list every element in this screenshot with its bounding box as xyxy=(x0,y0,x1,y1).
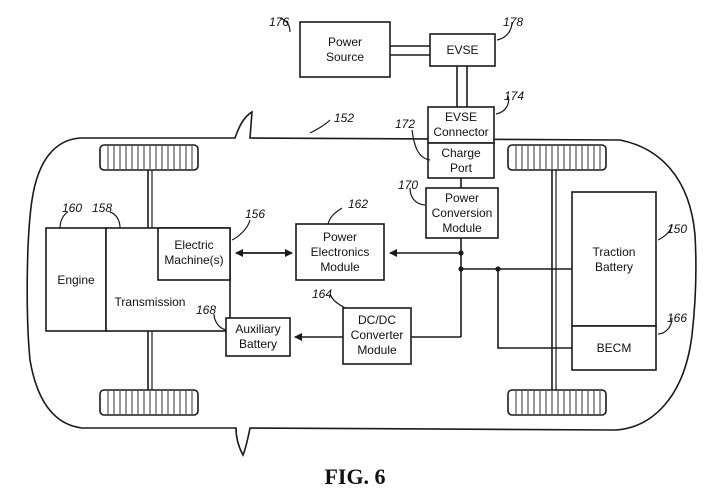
electric-machine-label-2: Machine(s) xyxy=(164,253,223,267)
electric-machine-label-1: Electric xyxy=(174,238,213,252)
charge-port-label-1: Charge xyxy=(441,146,481,160)
tire-rear-top xyxy=(507,144,607,171)
engine-label: Engine xyxy=(57,273,95,287)
power-source-label-1: Power xyxy=(328,35,362,49)
evse-connector-label-1: EVSE xyxy=(445,110,477,124)
ref-160: 160 xyxy=(62,201,82,215)
ref-156: 156 xyxy=(245,207,265,221)
ref-174: 174 xyxy=(504,89,524,103)
charge-port-label-2: Port xyxy=(450,161,473,175)
ref-164: 164 xyxy=(312,287,332,301)
traction-battery-label-2: Battery xyxy=(595,260,633,274)
pcm-label-3: Module xyxy=(442,221,482,235)
ref-150: 150 xyxy=(667,222,687,236)
pem-label-3: Module xyxy=(320,260,360,274)
becm-box: BECM xyxy=(571,325,657,371)
ref-162: 162 xyxy=(348,197,368,211)
power-electronics-module-box: Power Electronics Module xyxy=(295,223,385,281)
ref-170: 170 xyxy=(398,178,418,192)
power-conversion-module-box: Power Conversion Module xyxy=(425,187,499,239)
dcdc-converter-module-box: DC/DC Converter Module xyxy=(342,307,412,365)
evse-label: EVSE xyxy=(446,43,478,57)
auxiliary-battery-box: Auxiliary Battery xyxy=(225,317,291,357)
ref-152: 152 xyxy=(334,111,354,125)
ref-172: 172 xyxy=(395,117,415,131)
ref-176: 176 xyxy=(269,15,289,29)
ref-166: 166 xyxy=(667,311,687,325)
aux-battery-label-2: Battery xyxy=(239,337,277,351)
bus-junction-2 xyxy=(458,266,464,272)
tire-front-top xyxy=(99,144,199,171)
transmission-label: Transmission xyxy=(115,295,186,309)
tire-front-bottom xyxy=(99,389,199,416)
pcm-label-1: Power xyxy=(445,191,479,205)
tire-rear-bottom xyxy=(507,389,607,416)
becm-signal-link xyxy=(497,269,572,349)
ref-178: 178 xyxy=(503,15,523,29)
ref-168: 168 xyxy=(196,303,216,317)
traction-battery-label-1: Traction xyxy=(593,245,636,259)
evse-connector-box: EVSE Connector xyxy=(427,106,495,144)
becm-label: BECM xyxy=(597,341,632,355)
vehicle-body-outline xyxy=(26,110,697,457)
evse-box: EVSE xyxy=(429,33,496,67)
pcm-label-2: Conversion xyxy=(432,206,493,220)
evse-connector-label-2: Connector xyxy=(433,125,488,139)
pem-label-2: Electronics xyxy=(311,245,370,259)
aux-battery-label-1: Auxiliary xyxy=(235,322,280,336)
power-source-label-2: Source xyxy=(326,50,364,64)
charge-port-box: Charge Port xyxy=(427,142,495,179)
pem-label-1: Power xyxy=(323,230,357,244)
dcdc-label-2: Converter xyxy=(351,328,404,342)
bus-junction-1 xyxy=(458,250,464,256)
bus-junction-3 xyxy=(495,266,501,272)
dcdc-label-3: Module xyxy=(357,343,397,357)
power-source-box: Power Source xyxy=(299,21,391,78)
ref-158: 158 xyxy=(92,201,112,215)
engine-box: Engine xyxy=(45,227,107,332)
dcdc-label-1: DC/DC xyxy=(358,313,396,327)
traction-battery-box: Traction Battery xyxy=(571,191,657,327)
leader-lines xyxy=(59,17,673,335)
figure-caption: FIG. 6 xyxy=(324,464,385,489)
electric-machines-box: Electric Machine(s) xyxy=(157,227,231,281)
